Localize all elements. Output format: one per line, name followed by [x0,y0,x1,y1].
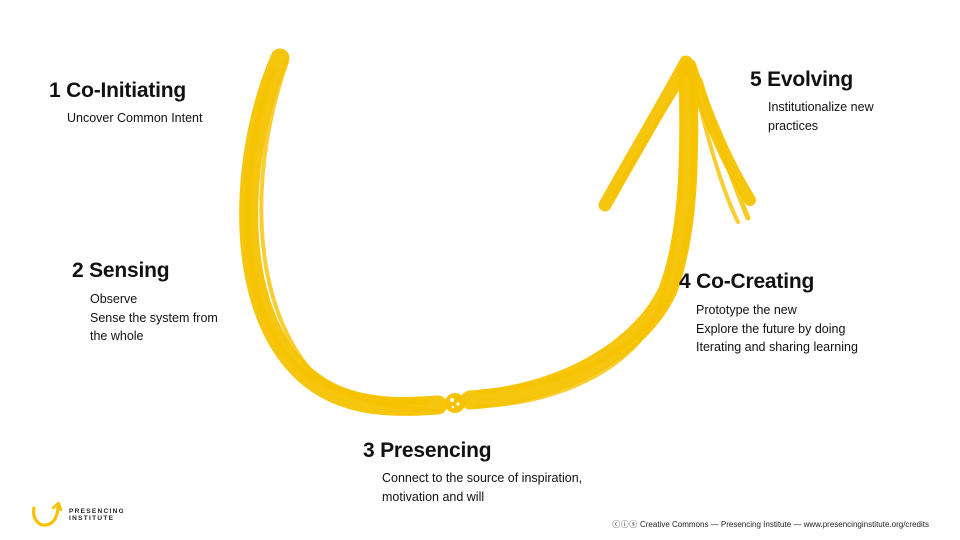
logo-line-1: PRESENCING [69,507,125,515]
u-arrowhead-left [598,55,693,212]
u-left-stroke [239,48,448,416]
stage-description-line: Institutionalize new [768,100,874,114]
stage-description-line: the whole [90,329,144,343]
creative-commons-icon: ⓒⓘⓢ [612,520,638,529]
presencing-institute-logo: PRESENCING INSTITUTE [30,500,125,530]
stage-description-line: motivation and will [382,489,485,504]
stage-description-line: Iterating and sharing learning [696,340,858,354]
logo-line-2: INSTITUTE [69,515,115,522]
credits-footer: ⓒⓘⓢ Creative Commons — Presencing Instit… [612,519,929,530]
u-right-stroke [460,60,699,410]
stage-title: 3 Presencing [363,439,492,462]
credits-text: Creative Commons — Presencing Institute … [639,520,929,529]
stage-evolving: 5 Evolving Institutionalize new practice… [750,68,874,135]
stage-description-line: Prototype the new [696,303,797,317]
stage-description-line: Explore the future by doing [696,321,846,336]
stage-title: 5 Evolving [750,68,854,91]
stage-description-line: Uncover Common Intent [67,111,203,125]
stage-sensing: 2 Sensing Observe Sense the system from … [72,259,218,346]
stage-title: 4 Co-Creating [679,270,815,293]
stage-description-line: Observe [90,292,138,306]
stage-description-line: practices [768,118,819,133]
presencing-dot [445,393,465,413]
stage-presencing: 3 Presencing Connect to the source of in… [363,439,582,506]
stage-title: 2 Sensing [72,259,170,282]
stage-co-initiating: 1 Co-Initiating Uncover Common Intent [49,79,202,128]
stage-description-line: Connect to the source of inspiration, [382,471,583,485]
stage-description-line: Sense the system from [90,310,218,325]
stage-title: 1 Co-Initiating [49,79,186,102]
stage-co-creating: 4 Co-Creating Prototype the new Explore … [679,270,858,357]
u-logo-icon [32,501,63,527]
